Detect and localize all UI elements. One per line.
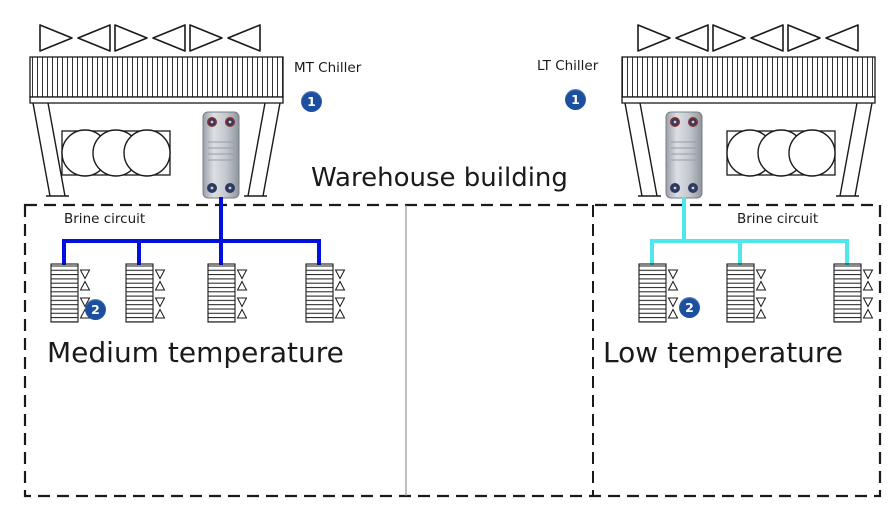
air-cooler bbox=[639, 264, 678, 322]
plate-heat-exchanger bbox=[665, 111, 703, 199]
lt-zone-label: Low temperature bbox=[603, 336, 844, 369]
mt-coolers-marker-badge: 2 bbox=[85, 299, 106, 320]
condenser-coil bbox=[29, 56, 284, 98]
coil-base bbox=[621, 96, 876, 104]
lt-air-coolers bbox=[639, 264, 873, 322]
mt-chiller-label: MT Chiller bbox=[294, 60, 362, 76]
warehouse-building-label: Warehouse building bbox=[311, 163, 568, 193]
lt-chiller-unit bbox=[621, 24, 876, 199]
mt-chiller-unit bbox=[29, 24, 284, 199]
condenser-fan-icon bbox=[787, 24, 859, 52]
compressor bbox=[788, 129, 836, 177]
air-cooler bbox=[126, 264, 165, 322]
mt-brine-pipes bbox=[62, 197, 321, 265]
warehouse-outline bbox=[23, 203, 882, 498]
lt-chiller-label: LT Chiller bbox=[537, 58, 599, 74]
chiller-frame bbox=[32, 102, 281, 197]
coil-base bbox=[29, 96, 284, 104]
lt-coolers-marker-badge: 2 bbox=[679, 297, 700, 318]
condenser-fan-icon bbox=[712, 24, 784, 52]
condenser-fan-icon bbox=[189, 24, 261, 52]
chiller-frame bbox=[624, 102, 873, 197]
air-cooler bbox=[208, 264, 247, 322]
condenser-coil bbox=[621, 56, 876, 98]
condenser-fan-icon bbox=[114, 24, 186, 52]
air-cooler bbox=[727, 264, 766, 322]
lt-brine-circuit-label: Brine circuit bbox=[737, 211, 819, 227]
compressor bbox=[123, 129, 171, 177]
air-cooler bbox=[834, 264, 873, 322]
lt-chiller-marker-badge: 1 bbox=[565, 89, 586, 110]
mt-brine-circuit-label: Brine circuit bbox=[64, 211, 146, 227]
air-cooler bbox=[51, 264, 90, 322]
air-cooler bbox=[306, 264, 345, 322]
mt-zone-label: Medium temperature bbox=[47, 336, 344, 369]
plate-heat-exchanger bbox=[202, 111, 240, 199]
condenser-fan-icon bbox=[39, 24, 111, 52]
lt-brine-pipes bbox=[650, 197, 849, 265]
condenser-fan-icon bbox=[637, 24, 709, 52]
mt-chiller-marker-badge: 1 bbox=[301, 91, 322, 112]
